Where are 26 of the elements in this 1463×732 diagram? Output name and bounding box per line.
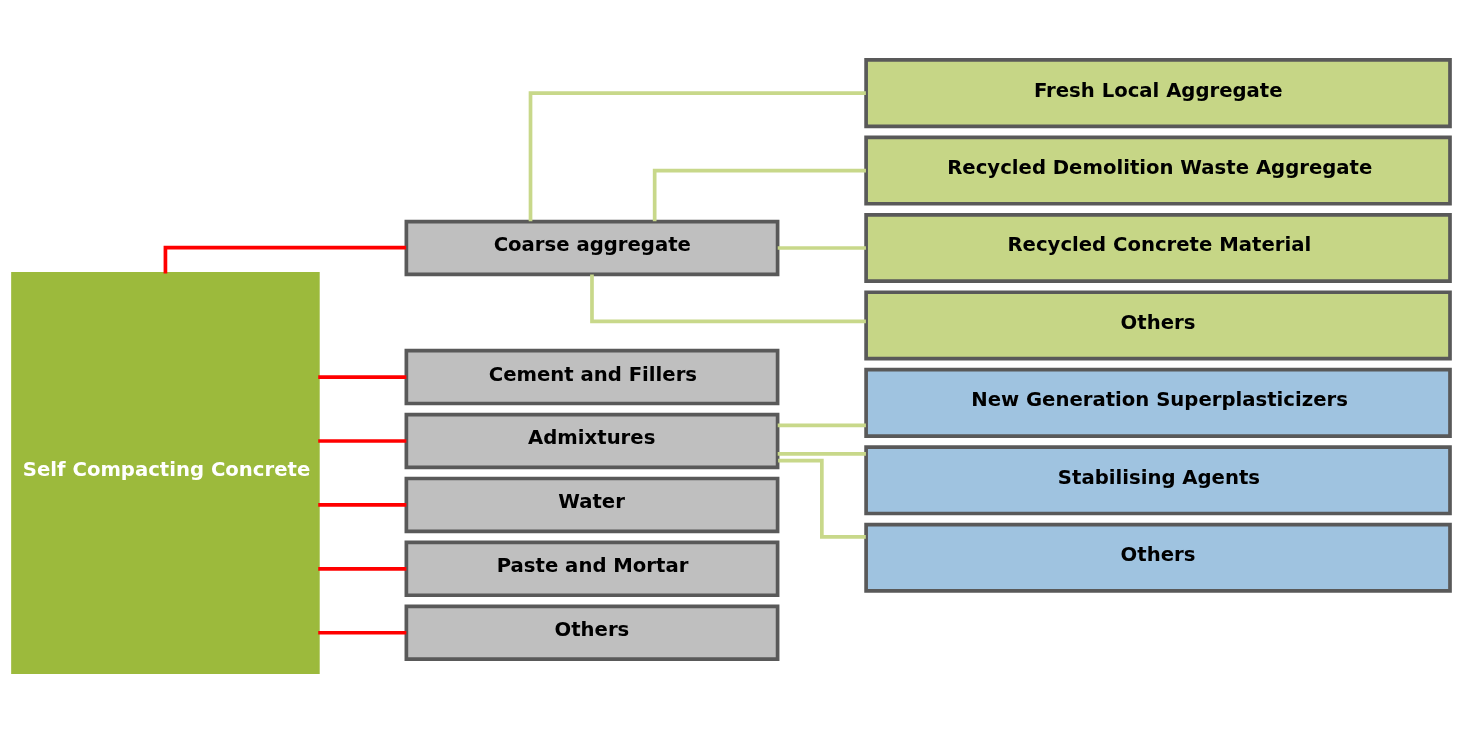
connector [528, 91, 866, 222]
node-box: Stabilising Agents [864, 445, 1452, 516]
node-box: Cement and Fillers [404, 348, 780, 406]
node-box: Recycled Demolition Waste Aggregate [864, 135, 1452, 206]
node-box: Others [404, 604, 780, 662]
node-box: Water [404, 476, 780, 534]
connector [318, 375, 407, 379]
connector [318, 630, 407, 635]
connector [590, 274, 866, 324]
node-box: Paste and Mortar [404, 540, 780, 598]
connector [652, 168, 866, 222]
connector [778, 458, 866, 539]
connector [318, 439, 407, 443]
connector [777, 452, 866, 456]
node-box: Others [864, 522, 1452, 593]
node-box: New Generation Superplasticizers [864, 367, 1452, 438]
node-box: Coarse aggregate [404, 219, 780, 277]
node-box: Recycled Concrete Material [864, 212, 1452, 284]
connector [777, 423, 866, 428]
node-box: Others [864, 290, 1452, 361]
connector [318, 567, 407, 571]
connector [318, 503, 407, 507]
node-box: Self Compacting Concrete [11, 271, 320, 674]
node-box: Admixtures [404, 412, 780, 470]
connector [777, 246, 866, 250]
node-box: Fresh Local Aggregate [864, 58, 1452, 129]
